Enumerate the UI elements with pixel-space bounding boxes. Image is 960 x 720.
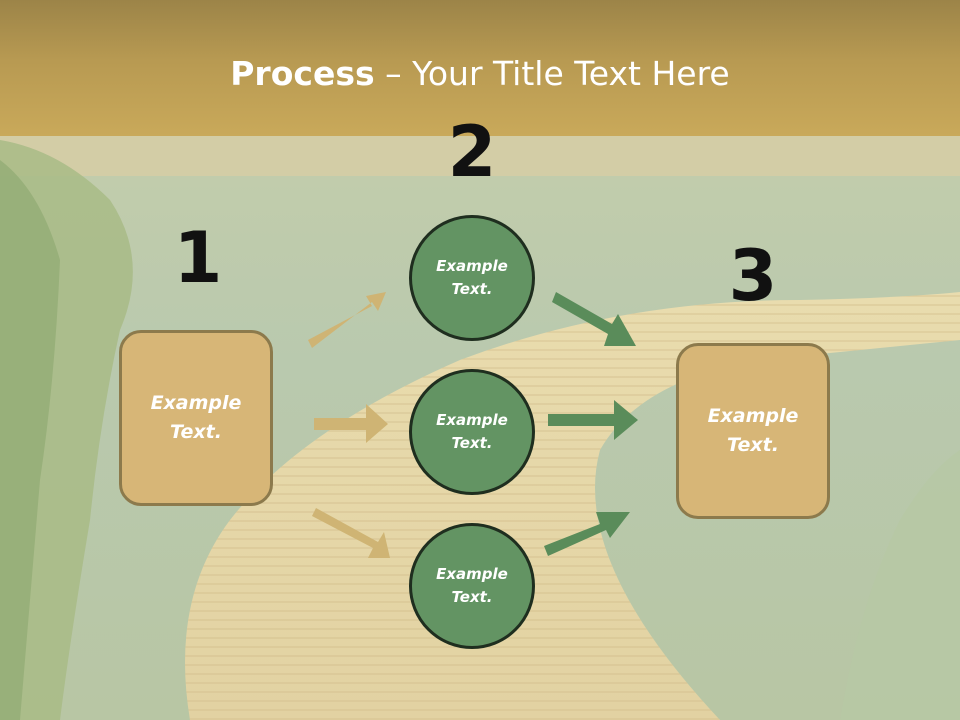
arrow-left-to-middle	[314, 404, 388, 443]
title-bold: Process	[230, 54, 375, 93]
step-number-1: 1	[173, 217, 223, 299]
circle-bottom: Example Text.	[409, 523, 535, 649]
left-step-box: Example Text.	[119, 330, 273, 506]
arrow-left-to-top	[308, 292, 386, 348]
circle-top-label: Example Text.	[436, 257, 508, 298]
title-bar	[0, 0, 960, 136]
circle-bottom-label: Example Text.	[436, 565, 508, 606]
arrow-top-to-right	[552, 292, 636, 346]
arrow-middle-to-right	[548, 400, 638, 440]
step-number-3: 3	[728, 235, 778, 317]
right-step-label: Example Text.	[707, 405, 799, 456]
right-step-box: Example Text.	[676, 343, 830, 519]
step-number-2: 2	[447, 111, 497, 193]
title-rest: – Your Title Text Here	[374, 54, 730, 93]
circle-middle: Example Text.	[409, 369, 535, 495]
circle-top: Example Text.	[409, 215, 535, 341]
left-step-label: Example Text.	[150, 392, 242, 443]
arrow-left-to-bottom	[312, 508, 390, 558]
arrow-bottom-to-right	[544, 512, 630, 556]
circle-middle-label: Example Text.	[436, 411, 508, 452]
slide-title: Process – Your Title Text Here	[0, 52, 960, 96]
